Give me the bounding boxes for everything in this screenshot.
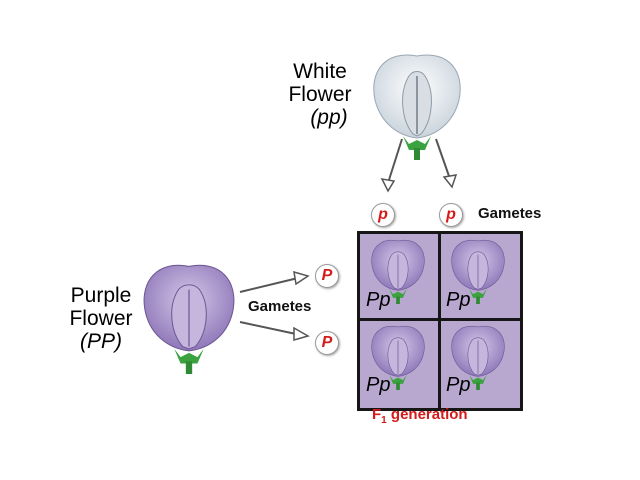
punnett-cell-1-genotype: Pp xyxy=(366,289,391,311)
punnett-cell-3-genotype: Pp xyxy=(366,374,391,396)
f1-prefix: F xyxy=(372,406,382,423)
punnett-divider-vertical xyxy=(438,234,441,408)
top-gametes-label: Gametes xyxy=(478,205,542,222)
white-gamete-arrows xyxy=(380,138,458,193)
left-gametes-label: Gametes xyxy=(248,298,312,315)
white-flower-label-line1: White xyxy=(293,60,347,83)
punnett-divider-horizontal xyxy=(360,318,520,321)
white-flower-label-line2: Flower xyxy=(288,83,352,106)
purple-flower-label-line1: Purple xyxy=(70,284,132,307)
left-gamete-allele-1: P xyxy=(315,264,339,288)
white-flower-label: White Flower (pp) xyxy=(270,60,370,129)
purple-flower-genotype: (PP) xyxy=(80,330,122,353)
purple-flower-label-line2: Flower xyxy=(69,307,133,330)
purple-flower-image xyxy=(143,264,235,374)
left-gamete-allele-2: P xyxy=(315,331,339,355)
punnett-cell-4-genotype: Pp xyxy=(446,374,471,396)
f1-suffix: generation xyxy=(386,406,468,423)
punnett-square: Pp Pp Pp Pp xyxy=(357,231,523,411)
top-gamete-allele-2: p xyxy=(439,203,463,227)
f1-subscript: 1 xyxy=(381,415,387,426)
top-gamete-allele-1: p xyxy=(371,203,395,227)
white-flower-genotype: (pp) xyxy=(310,106,348,129)
purple-gamete-arrows xyxy=(239,270,310,341)
purple-flower-label: Purple Flower (PP) xyxy=(56,284,146,353)
f1-generation-label: F1 generation xyxy=(372,406,468,426)
punnett-cell-2-genotype: Pp xyxy=(446,289,471,311)
